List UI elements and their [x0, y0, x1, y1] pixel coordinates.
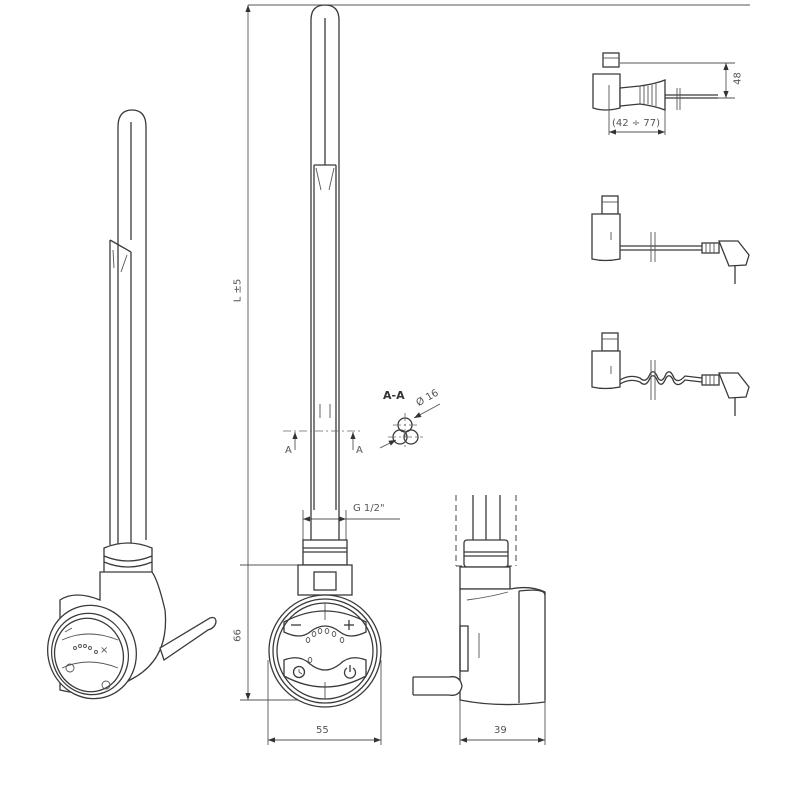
depth-39-label: 39	[494, 725, 507, 736]
led-indicators	[305, 628, 345, 663]
variant-length-label: (42 ÷ 77)	[612, 118, 660, 129]
power-icon	[343, 665, 357, 679]
variant-spiral-cable	[591, 332, 750, 416]
clock-icon	[292, 665, 306, 679]
section-marker-right: A	[356, 445, 363, 456]
section-title: A-A	[383, 389, 405, 402]
clock-icon-3d	[65, 663, 75, 673]
section-marker-left: A	[285, 445, 292, 456]
width-55-label: 55	[316, 725, 329, 736]
variant-straight-cable	[591, 195, 750, 284]
perspective-view: ×	[46, 109, 217, 700]
control-dial	[268, 594, 382, 708]
height-66-label: 66	[232, 629, 244, 642]
svg-text:×: ×	[100, 645, 108, 656]
length-label: L ±5	[232, 278, 244, 303]
side-view	[412, 495, 546, 745]
power-icon-3d	[101, 680, 111, 690]
variant-height-label: 48	[732, 72, 744, 85]
minus-symbol-3d	[64, 627, 73, 633]
thread-label: G 1/2"	[353, 503, 385, 514]
variant-hidden-cable	[592, 52, 735, 135]
front-view	[240, 4, 400, 745]
section-a-a-view	[379, 403, 441, 449]
